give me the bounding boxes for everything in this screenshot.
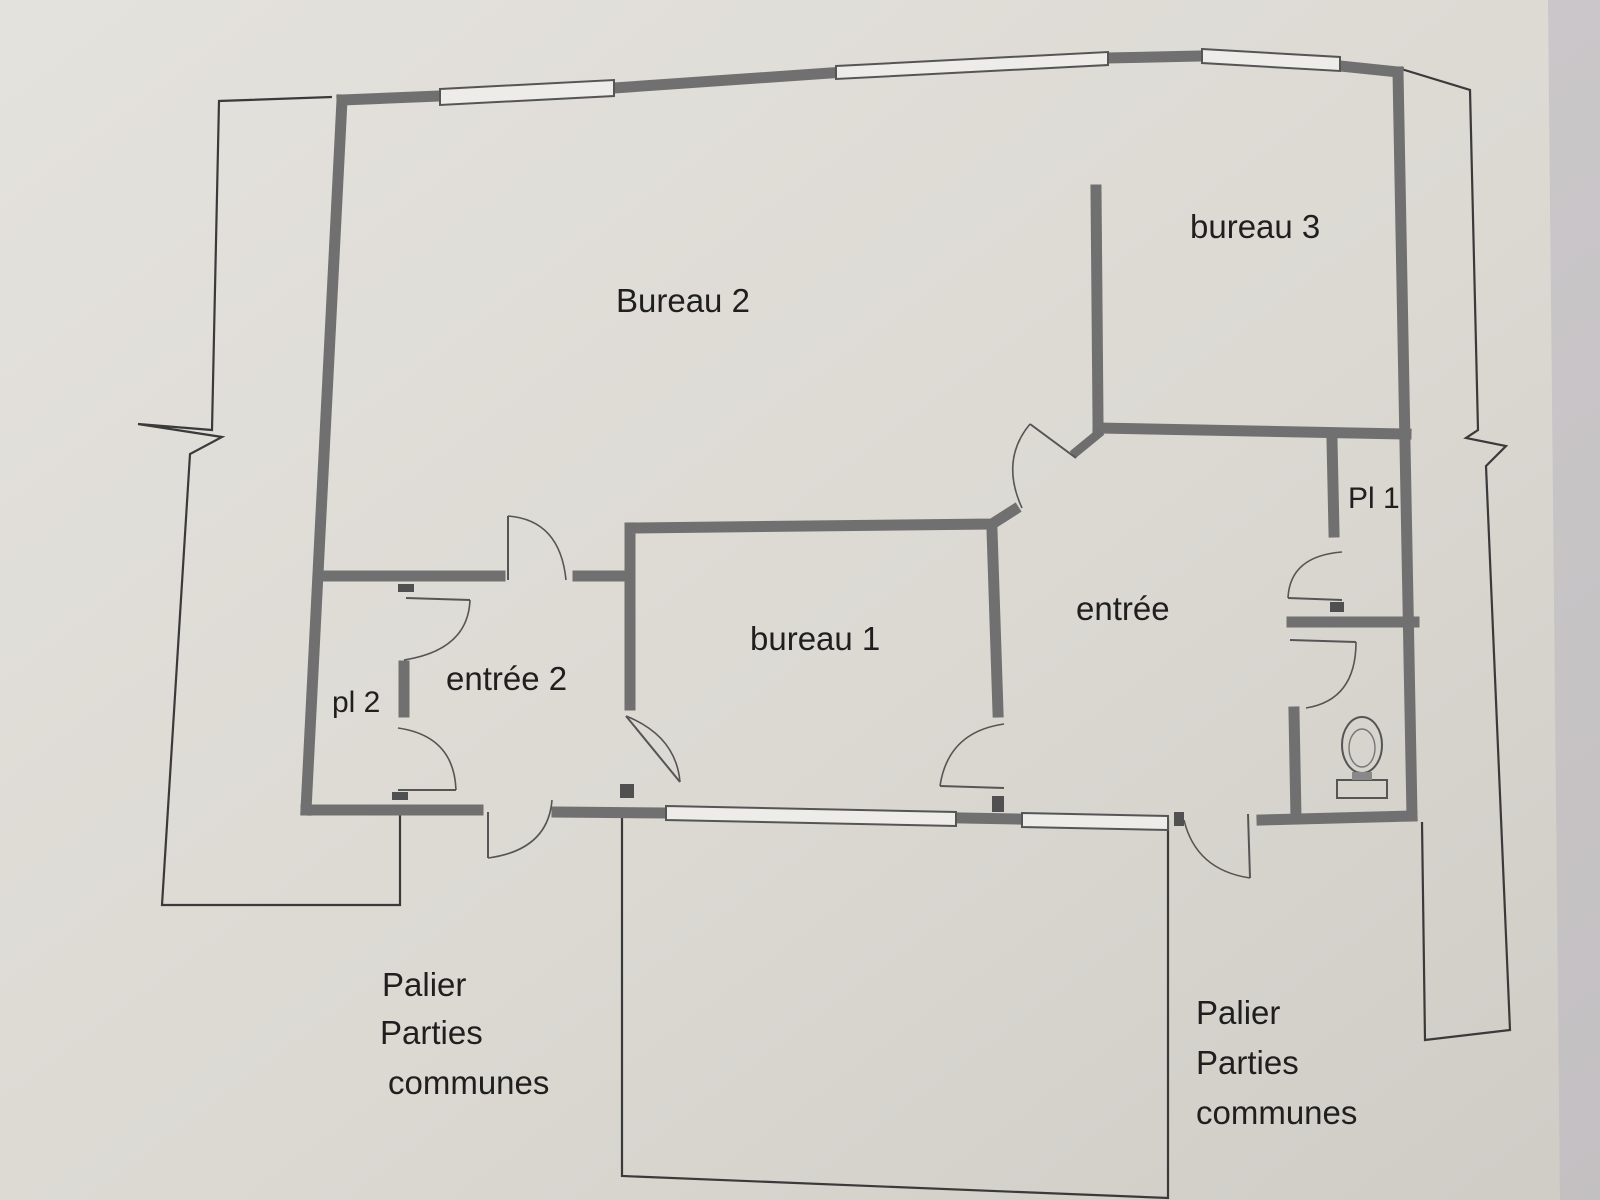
pl2-door-stop-top bbox=[398, 584, 414, 592]
wall-wc-left bbox=[1288, 706, 1302, 824]
door-bureau2-entree bbox=[1011, 423, 1077, 509]
door-entree-landing bbox=[1174, 812, 1251, 879]
window-bottom-2 bbox=[1021, 811, 1169, 832]
outline-bottom-box bbox=[620, 812, 1170, 1200]
door-entree2-bureau2 bbox=[507, 515, 567, 581]
label-pl2: pl 2 bbox=[332, 686, 380, 719]
wall-pl1-left bbox=[1326, 434, 1340, 538]
bottom-wall bbox=[300, 804, 1418, 832]
label-entree: entrée bbox=[1076, 590, 1170, 627]
landing-left-line-1: Palier bbox=[382, 966, 466, 1003]
door-pl2-top bbox=[403, 597, 471, 661]
window-top-2 bbox=[835, 50, 1109, 81]
door-bureau1-entree2 bbox=[620, 715, 681, 798]
left-wall bbox=[300, 94, 348, 816]
landing-right-line-2: Parties bbox=[1196, 1044, 1299, 1081]
toilet-icon bbox=[1336, 716, 1388, 799]
door-bureau1-entree bbox=[939, 723, 1005, 812]
landing-left-line-2: Parties bbox=[380, 1014, 483, 1051]
door-wc bbox=[1289, 639, 1357, 709]
wall-bureau3-bottom bbox=[1092, 422, 1412, 440]
door-pl2-bottom bbox=[397, 727, 457, 791]
wall-bureau1-right bbox=[986, 524, 1004, 718]
label-pl1: Pl 1 bbox=[1348, 482, 1400, 515]
landing-right-line-1: Palier bbox=[1196, 994, 1280, 1031]
label-bureau1: bureau 1 bbox=[750, 620, 880, 657]
label-bureau2: Bureau 2 bbox=[616, 282, 750, 319]
top-wall bbox=[336, 47, 1405, 107]
pl2-door-stop-bottom bbox=[392, 792, 408, 800]
landing-left-line-3: communes bbox=[388, 1064, 549, 1101]
landing-left: Palier Parties communes bbox=[380, 966, 549, 1101]
door-pl1 bbox=[1287, 551, 1343, 601]
outline-left bbox=[137, 95, 402, 907]
outline-right bbox=[1397, 66, 1512, 1042]
window-top-3 bbox=[1201, 47, 1341, 73]
label-bureau3: bureau 3 bbox=[1190, 208, 1320, 245]
window-top-1 bbox=[439, 78, 615, 107]
landing-right-line-3: communes bbox=[1196, 1094, 1357, 1131]
door-entree2-landing bbox=[487, 799, 553, 859]
right-wall bbox=[1392, 66, 1418, 822]
window-bottom-1 bbox=[665, 804, 957, 828]
wall-bureau3-stub bbox=[1069, 427, 1105, 459]
landing-right: Palier Parties communes bbox=[1196, 994, 1357, 1131]
page-edge-shadow bbox=[1548, 0, 1600, 1200]
wall-bureau1 bbox=[624, 502, 1022, 711]
wall-bureau3-vertical bbox=[1090, 184, 1104, 426]
label-entree2: entrée 2 bbox=[446, 660, 567, 697]
pl1-door-stop bbox=[1330, 602, 1344, 612]
